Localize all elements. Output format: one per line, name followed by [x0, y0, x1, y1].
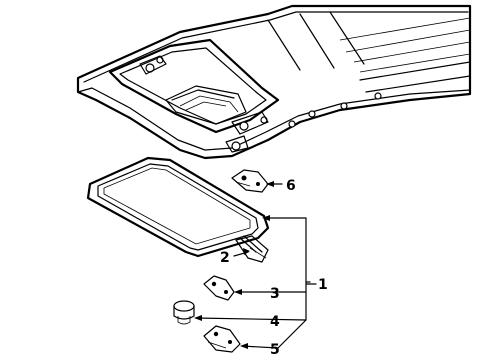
sunroof-glass-part-1 — [86, 156, 270, 258]
callout-3: 3 — [270, 286, 280, 302]
callout-1: 1 — [318, 277, 328, 293]
leader-lines — [194, 181, 317, 349]
clip-part-4 — [173, 300, 195, 325]
roof-panel — [76, 4, 472, 160]
hinge-bracket-part-3 — [203, 275, 235, 301]
weatherstrip-part-2 — [235, 235, 269, 263]
callout-4: 4 — [270, 314, 280, 330]
latch-bracket-part-5 — [203, 325, 241, 353]
callout-5: 5 — [270, 342, 280, 358]
callout-6: 6 — [286, 178, 296, 194]
callout-2: 2 — [220, 250, 230, 266]
callout-labels: 1 2 3 4 5 6 — [220, 178, 328, 358]
bracket-part-6 — [231, 169, 269, 193]
